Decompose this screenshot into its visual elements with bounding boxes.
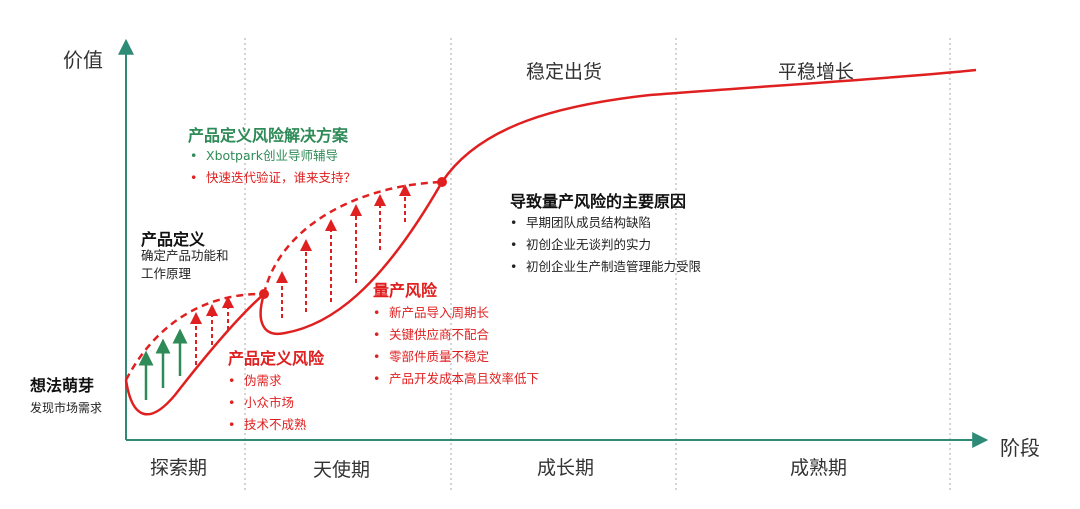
dashed-curve-2	[262, 180, 443, 295]
stage-growth: 成长期	[537, 457, 595, 479]
stage-maturity: 成熟期	[790, 457, 848, 479]
junction-point-2	[437, 177, 447, 187]
definition-risk-list: 伪需求 小众市场 技术不成熟	[228, 370, 307, 436]
value-curve	[124, 68, 977, 416]
production-risk-item: 产品开发成本高且效率低下	[373, 368, 539, 390]
cause-item: 早期团队成员结构缺陷	[510, 212, 701, 234]
solution-item: 快速迭代验证，谁来支持？	[190, 167, 356, 189]
junction-point-1	[259, 289, 269, 299]
cause-item: 初创企业无谈判的实力	[510, 234, 701, 256]
definition-risk-item: 技术不成熟	[228, 414, 307, 436]
definition-risk-item: 伪需求	[228, 370, 307, 392]
phase-steady-growth: 平稳增长	[778, 61, 855, 83]
production-risk-list: 新产品导入周期长 关键供应商不配合 零部件质量不稳定 产品开发成本高且效率低下	[373, 302, 539, 390]
solution-title: 产品定义风险解决方案	[188, 126, 349, 145]
production-risk-title: 量产风险	[373, 281, 438, 300]
stage-exploration: 探索期	[150, 457, 208, 479]
idea-title: 想法萌芽	[30, 376, 95, 395]
x-axis-label: 阶段	[1000, 436, 1040, 460]
y-axis-label: 价值	[63, 48, 103, 72]
product-definition-title: 产品定义	[141, 230, 206, 249]
production-risk-item: 零部件质量不稳定	[373, 346, 539, 368]
idea-subtitle: 发现市场需求	[30, 401, 103, 415]
solution-list: Xbotpark创业导师辅导 快速迭代验证，谁来支持？	[190, 145, 356, 189]
definition-risk-item: 小众市场	[228, 392, 307, 414]
causes-list: 早期团队成员结构缺陷 初创企业无谈判的实力 初创企业生产制造管理能力受限	[510, 212, 701, 278]
production-risk-item: 新产品导入周期长	[373, 302, 539, 324]
definition-risk-title: 产品定义风险	[228, 349, 325, 368]
production-risk-item: 关键供应商不配合	[373, 324, 539, 346]
phase-stable-shipping: 稳定出货	[526, 61, 603, 83]
stage-angel: 天使期	[313, 459, 371, 481]
solution-item: Xbotpark创业导师辅导	[190, 145, 356, 167]
red-arrows-2	[276, 184, 411, 318]
product-definition-desc: 确定产品功能和工作原理	[141, 248, 229, 281]
cause-item: 初创企业生产制造管理能力受限	[510, 256, 701, 278]
causes-title: 导致量产风险的主要原因	[510, 192, 687, 211]
red-arrows-1	[190, 296, 234, 365]
green-arrows	[138, 328, 188, 400]
